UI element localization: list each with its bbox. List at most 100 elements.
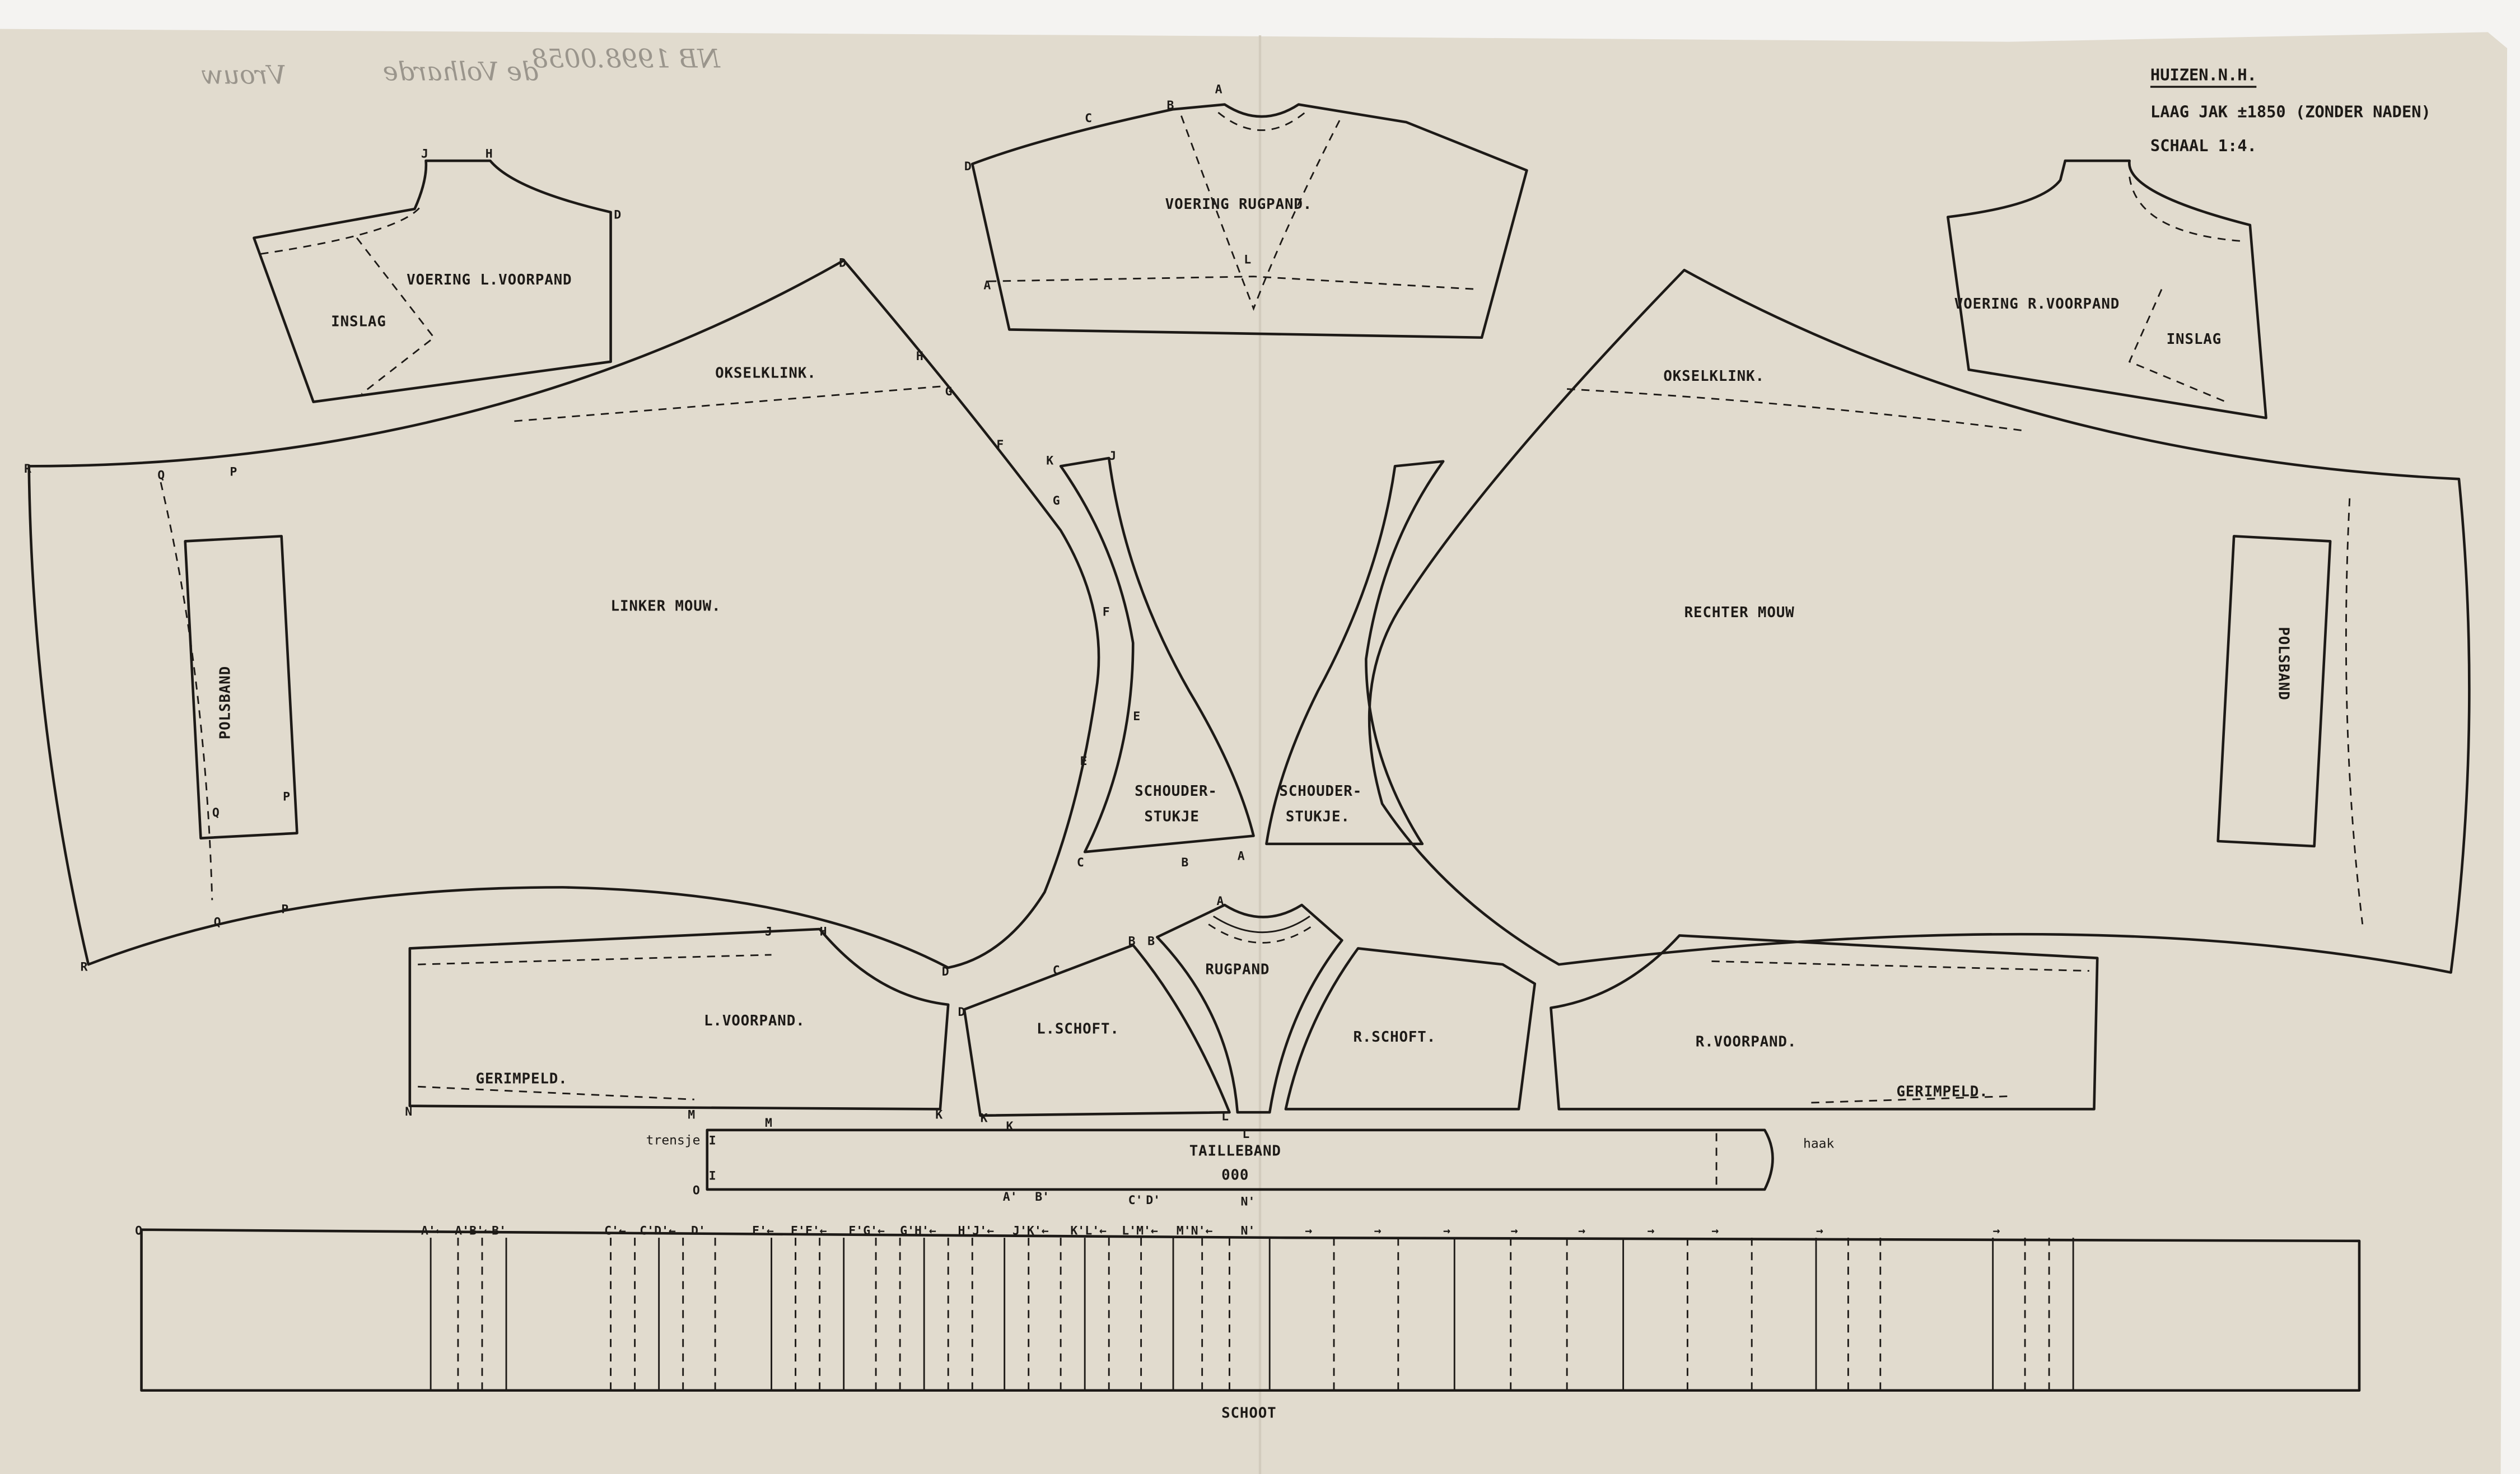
point-labels: J H D C B A D A L D H G F R Q P Q P Q P … — [24, 82, 1255, 1238]
piece-label: OKSELKLINK. — [715, 365, 816, 382]
point-label: R — [24, 462, 31, 476]
point-label: B' — [1035, 1190, 1049, 1204]
piece-label: R.VOORPAND. — [1696, 1034, 1797, 1051]
point-label: D — [964, 160, 972, 174]
pleat-mark: → — [1305, 1224, 1312, 1238]
polsband-l — [184, 535, 298, 839]
piece-schouderstukje-r: SCHOUDER- STUKJE. — [1265, 460, 1445, 846]
piece-schouderstukje-l: SCHOUDER- STUKJE — [1059, 456, 1255, 853]
pleat-mark: A'← — [421, 1224, 443, 1238]
point-label: A — [1217, 894, 1224, 908]
piece-label: STUKJE. — [1286, 809, 1350, 825]
pleat-mark: → — [1511, 1224, 1518, 1238]
point-label: B — [1147, 935, 1155, 949]
point-label: O — [693, 1184, 700, 1198]
piece-tailleband: TAILLEBAND 000 trensje haak — [646, 1128, 1834, 1191]
point-label: G — [945, 385, 953, 399]
point-label: P — [281, 902, 288, 916]
piece-label: VOERING RUGPAND. — [1165, 196, 1313, 213]
pleat-mark: → — [1578, 1224, 1585, 1238]
point-label: K — [935, 1108, 942, 1122]
piece-label: L.SCHOFT. — [1037, 1021, 1119, 1038]
piece-rechter-mouw: RECHTER MOUW OKSELKLINK. POLSBAND — [1368, 268, 2471, 974]
pleat-mark: → — [1816, 1224, 1823, 1238]
point-label: K — [1046, 454, 1053, 468]
place-title: HUIZEN.N.H. — [2150, 66, 2257, 85]
piece-label: R.SCHOFT. — [1353, 1029, 1436, 1046]
point-label: F — [1103, 605, 1110, 619]
piece-label: GERIMPELD. — [475, 1071, 567, 1088]
point-label: K — [1006, 1120, 1014, 1134]
piece-label: SCHOUDER- — [1279, 783, 1362, 800]
buttons-mark: 000 — [1221, 1167, 1249, 1184]
point-label: A — [1215, 82, 1222, 96]
piece-label: TAILLEBAND — [1189, 1143, 1281, 1160]
point-label: D — [614, 208, 621, 222]
piece-l-schoft: L.SCHOFT. — [963, 944, 1231, 1117]
pleat-mark: → — [1993, 1224, 2000, 1238]
point-label: J — [421, 147, 428, 161]
pencil-note: NB 1998.0058 — [531, 44, 721, 74]
pleat-mark: L'M'← — [1122, 1224, 1158, 1238]
point-label: F — [996, 438, 1004, 452]
point-label: A — [1238, 850, 1245, 864]
piece-l-voorpand: L.VOORPAND. GERIMPELD. — [408, 927, 950, 1111]
piece-label: VOERING R.VOORPAND — [1954, 296, 2120, 312]
piece-voering-l-voorpand: VOERING L.VOORPAND INSLAG — [253, 159, 612, 403]
piece-schoot: A'←A'B'←B'C'←C'D'←D'E'←E'F'←F'G'←G'H'←H'… — [140, 1224, 2361, 1422]
point-label: J — [1109, 449, 1116, 463]
pleat-mark: M'N'← — [1177, 1224, 1213, 1238]
piece-label: OKSELKLINK. — [1663, 368, 1765, 385]
pleat-mark: C'D'← — [640, 1224, 676, 1238]
pencil-notes: Vrouw de Volharde NB 1998.0058 — [201, 44, 720, 90]
piece-label: STUKJE — [1144, 809, 1199, 825]
point-label: M — [765, 1116, 772, 1130]
point-label: I — [709, 1134, 716, 1148]
point-label: C — [1053, 963, 1060, 977]
point-label: K — [981, 1111, 988, 1125]
piece-label: RECHTER MOUW — [1684, 604, 1795, 621]
point-label: A — [983, 279, 991, 293]
point-label: Q — [157, 468, 165, 482]
pleat-mark: H'J'← — [958, 1224, 994, 1238]
title-block: HUIZEN.N.H. LAAG JAK ±1850 (ZONDER NADEN… — [2150, 66, 2431, 155]
point-label: J — [765, 925, 772, 939]
piece-label: trensje — [646, 1134, 701, 1148]
piece-label: RUGPAND — [1205, 961, 1270, 978]
point-label: C — [1077, 856, 1084, 870]
pleat-mark: D' — [691, 1224, 706, 1238]
piece-label: LINKER MOUW. — [611, 598, 721, 615]
pleat-mark: → — [1443, 1224, 1450, 1238]
point-label: Q — [212, 806, 220, 820]
point-label: L — [1221, 1110, 1229, 1124]
pleat-mark: → — [1374, 1224, 1382, 1238]
point-label: I — [709, 1169, 716, 1183]
point-label: N — [405, 1105, 412, 1119]
pleat-mark: K'L'← — [1070, 1224, 1107, 1238]
point-label: C' — [1128, 1193, 1143, 1207]
pleat-mark: C'← — [604, 1224, 626, 1238]
piece-label: POLSBAND — [2275, 627, 2292, 700]
pleat-mark: → — [1648, 1224, 1655, 1238]
polsband-r — [2216, 535, 2332, 848]
scale-label: SCHAAL 1:4. — [2150, 136, 2257, 155]
point-label: H — [486, 147, 493, 161]
point-label: Q — [214, 915, 221, 929]
pleat-mark: E'F'← — [791, 1224, 827, 1238]
pleat-mark: J'K'← — [1012, 1224, 1049, 1238]
point-label: B — [1167, 99, 1174, 113]
piece-rugpand: RUGPAND — [1156, 903, 1343, 1114]
piece-label: VOERING L.VOORPAND — [407, 272, 572, 288]
point-label: D — [958, 1005, 965, 1019]
piece-linker-mouw: LINKER MOUW. OKSELKLINK. POLSBAND — [27, 259, 1100, 969]
point-label: G — [1053, 494, 1060, 508]
point-label: L — [1242, 1127, 1249, 1141]
garment-title: LAAG JAK ±1850 (ZONDER NADEN) — [2150, 102, 2431, 122]
piece-label: POLSBAND — [217, 666, 234, 739]
pleat-mark: N' — [1241, 1224, 1256, 1238]
piece-r-voorpand: R.VOORPAND. GERIMPELD. — [1550, 934, 2099, 1111]
piece-voering-r-voorpand: VOERING R.VOORPAND INSLAG — [1947, 159, 2267, 419]
pleat-mark: G'H'← — [900, 1224, 936, 1238]
point-label: R — [80, 960, 87, 974]
